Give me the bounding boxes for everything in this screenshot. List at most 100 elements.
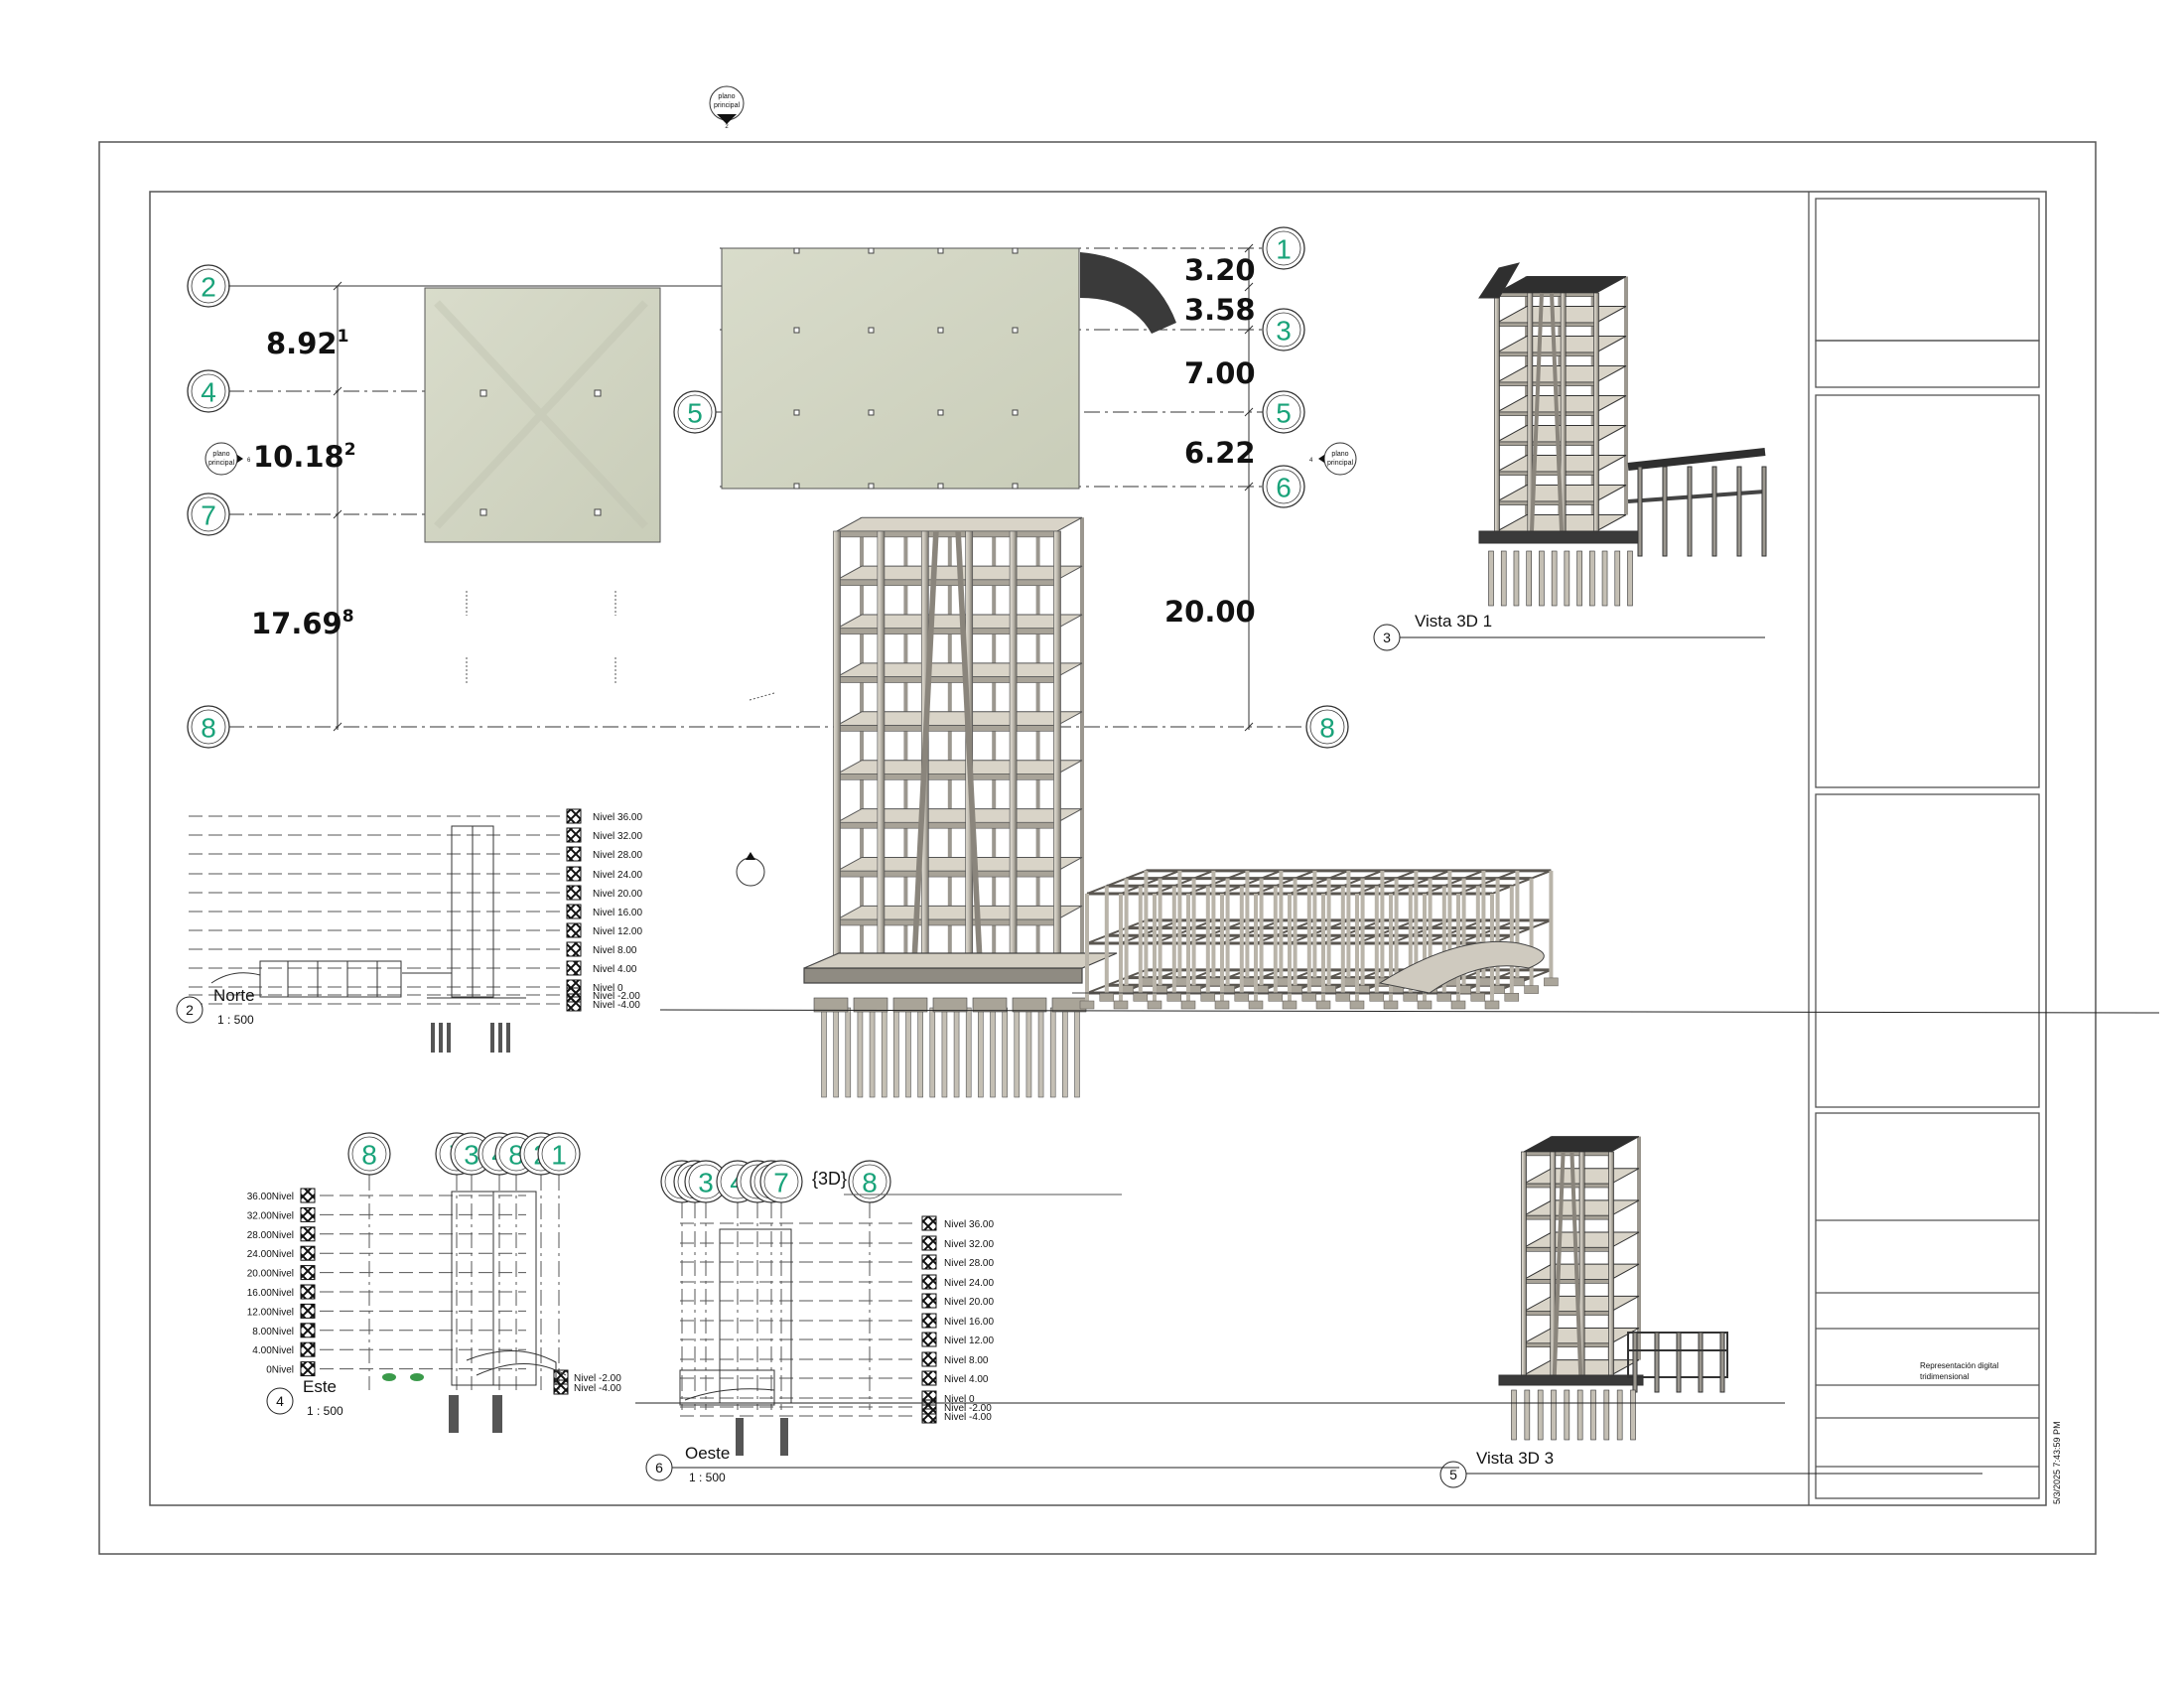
svg-text:1: 1 bbox=[1276, 234, 1292, 265]
annex-column bbox=[1711, 466, 1717, 557]
grid-bubble bbox=[759, 1160, 803, 1203]
foundation-pile bbox=[1627, 550, 1633, 607]
level-marker bbox=[300, 1341, 316, 1357]
foundation-pile bbox=[893, 1007, 899, 1098]
annex-footing bbox=[1403, 993, 1419, 1002]
level-marker bbox=[921, 1313, 937, 1329]
level-marker bbox=[300, 1303, 316, 1319]
foundation-pile bbox=[990, 1007, 996, 1098]
annex-beam bbox=[1390, 918, 1450, 944]
level-marker bbox=[300, 1323, 316, 1338]
tower-slab bbox=[836, 905, 1083, 920]
annex-beam bbox=[1221, 869, 1282, 895]
foundation-pile bbox=[1062, 1007, 1068, 1098]
level-label: Nivel 36.00 bbox=[593, 812, 642, 823]
foundation-pile bbox=[978, 1007, 984, 1098]
main-3d-model bbox=[803, 516, 1559, 1098]
view-este-label[interactable]: 4 bbox=[266, 1387, 294, 1415]
annex-footing bbox=[1248, 1000, 1264, 1010]
annex-beam bbox=[1255, 918, 1315, 944]
grid-bubble-left-8[interactable]: 8 bbox=[187, 705, 230, 749]
pile-cap bbox=[813, 997, 849, 1013]
annex-column bbox=[1360, 878, 1365, 986]
annex-footing bbox=[1484, 1000, 1500, 1010]
grid-bubble-right-6[interactable]: 6 bbox=[1262, 465, 1305, 508]
annex-footing bbox=[1301, 993, 1317, 1002]
timestamp: 5/3/2025 7:43:59 PM bbox=[2052, 1421, 2062, 1504]
plan-right: 3.20 3.58 7.00 6.22 20.00 1 3 5 6 8 5 pl… bbox=[228, 226, 1357, 749]
grid-bubble-label: 3 bbox=[698, 1168, 714, 1198]
level-label: 28.00Nivel bbox=[247, 1230, 294, 1241]
foundation-pile bbox=[869, 1007, 876, 1098]
outer-border bbox=[98, 141, 2097, 1555]
tower-slab-edge bbox=[1496, 471, 1597, 476]
svg-text:principal: principal bbox=[208, 460, 235, 467]
tower-slab-edge bbox=[1523, 1214, 1612, 1220]
title-block bbox=[1808, 192, 2040, 1505]
tower-brace bbox=[1530, 292, 1544, 532]
dim-left-2: 10.182 bbox=[253, 440, 356, 474]
annex-footing bbox=[1234, 993, 1250, 1002]
level-label: Nivel 24.00 bbox=[944, 1278, 994, 1289]
view-3d3-label[interactable]: 5 bbox=[1439, 1461, 1467, 1488]
annex-beam bbox=[1154, 869, 1214, 895]
svg-text:4: 4 bbox=[1309, 458, 1313, 464]
annex-column bbox=[1374, 886, 1379, 994]
dim-left-3: 17.698 bbox=[251, 607, 354, 640]
tower-column-back bbox=[947, 517, 952, 955]
tower-column bbox=[1608, 1151, 1614, 1376]
foundation-pile bbox=[1002, 1007, 1008, 1098]
foundation-pile bbox=[1524, 1389, 1531, 1441]
section-marker-right[interactable]: plano principal 4 bbox=[1309, 442, 1357, 476]
level-marker bbox=[921, 1332, 937, 1347]
annex-column bbox=[1326, 878, 1331, 986]
level-marker bbox=[921, 1274, 937, 1290]
level-marker bbox=[566, 827, 582, 843]
annex-beam bbox=[1289, 918, 1349, 944]
annex-column bbox=[1085, 894, 1089, 1001]
annex-footing bbox=[1133, 993, 1149, 1002]
svg-text:2: 2 bbox=[201, 272, 216, 303]
tower-slab-edge bbox=[1496, 352, 1597, 356]
grid-bubble-right-3[interactable]: 3 bbox=[1262, 308, 1305, 352]
level-label: 24.00Nivel bbox=[247, 1249, 294, 1260]
tower-slab bbox=[836, 856, 1083, 872]
annex-column bbox=[1273, 886, 1278, 994]
grid-bubble-right-8[interactable]: 8 bbox=[1305, 705, 1349, 749]
svg-text:principal: principal bbox=[1327, 460, 1354, 467]
tower-slab-edge bbox=[836, 530, 1058, 538]
annex-beam bbox=[1390, 869, 1450, 895]
foundation-pile bbox=[1025, 1007, 1032, 1098]
tower-slab bbox=[836, 614, 1083, 630]
grid-bubble-left-2[interactable]: 2 bbox=[187, 264, 230, 308]
tower-slab-edge bbox=[1496, 500, 1597, 505]
tower-slab-edge bbox=[836, 918, 1058, 926]
view-oeste-label[interactable]: 6 bbox=[645, 1454, 673, 1481]
foundation-pile bbox=[929, 1007, 936, 1098]
svg-text:5: 5 bbox=[1449, 1467, 1457, 1482]
grid-bubble-right-1[interactable]: 1 bbox=[1262, 226, 1305, 270]
svg-text:4: 4 bbox=[276, 1393, 284, 1409]
annex-column bbox=[1447, 870, 1452, 978]
grid-bubble-left-7[interactable]: 7 bbox=[187, 492, 230, 536]
grid-bubble-right-5[interactable]: 5 bbox=[1262, 390, 1305, 434]
view-norte-label[interactable]: 2 bbox=[176, 996, 204, 1024]
view-3d1-label[interactable]: 3 bbox=[1373, 624, 1401, 651]
plan-left: 8.921 10.182 17.698 2 4 7 8 plano princi… bbox=[187, 264, 834, 749]
svg-text:4: 4 bbox=[201, 377, 216, 408]
svg-text:6: 6 bbox=[1276, 473, 1292, 503]
annex-column bbox=[1239, 886, 1244, 994]
grid-bubble-right-5-left[interactable]: 5 bbox=[673, 390, 717, 434]
top-section-marker[interactable]: plano principal 2 bbox=[709, 85, 745, 130]
foundation-pile bbox=[1603, 1389, 1610, 1441]
annex-column bbox=[1654, 1332, 1660, 1393]
section-marker-left[interactable]: plano principal 6 bbox=[205, 442, 251, 476]
grid-bubble-left-4[interactable]: 4 bbox=[187, 369, 230, 413]
annex-footing bbox=[1470, 993, 1486, 1002]
foundation-pile bbox=[941, 1007, 948, 1098]
level-label: Nivel 0 bbox=[944, 1394, 975, 1405]
foundation-pile bbox=[1551, 550, 1558, 607]
annex-footing bbox=[1099, 993, 1115, 1002]
svg-text:7: 7 bbox=[201, 500, 216, 531]
annex-footing bbox=[1180, 1000, 1196, 1010]
